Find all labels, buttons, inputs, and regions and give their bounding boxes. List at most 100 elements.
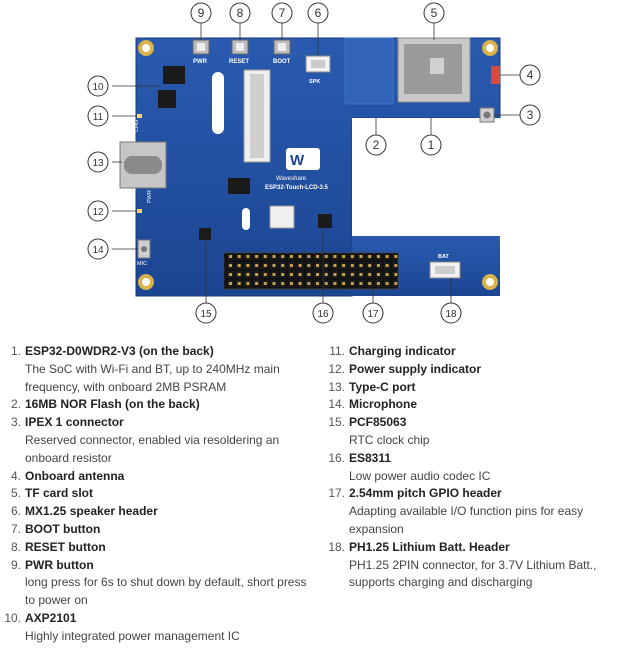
list-item: 8.RESET button bbox=[11, 539, 320, 557]
item-title: PWR button bbox=[25, 557, 94, 572]
item-number: 18. bbox=[328, 539, 345, 554]
item-number: 10. bbox=[4, 610, 21, 625]
pcf85063-chip bbox=[199, 228, 211, 240]
item-title: AXP2101 bbox=[25, 610, 77, 625]
callout-15 bbox=[195, 302, 217, 324]
silk-mic: MIC bbox=[137, 261, 147, 267]
item-number: 17. bbox=[328, 486, 345, 501]
item-title: 2.54mm pitch GPIO header bbox=[349, 486, 502, 501]
microphone bbox=[137, 239, 151, 259]
callout-2 bbox=[365, 134, 387, 156]
item-description: onboard resistor bbox=[25, 450, 112, 465]
item-number: 4. bbox=[10, 468, 21, 483]
callout-label-9: 9 bbox=[198, 6, 205, 20]
callout-9 bbox=[190, 2, 212, 24]
list-item: 1.ESP32-D0WDR2-V3 (on the back)The SoC w… bbox=[11, 343, 320, 396]
pwr-button bbox=[192, 39, 210, 55]
callout-label-5: 5 bbox=[431, 6, 438, 20]
callout-label-7: 7 bbox=[279, 6, 286, 20]
type-c-port bbox=[119, 141, 167, 189]
item-description: PH1.25 2PIN connector, for 3.7V Lithium … bbox=[349, 557, 597, 572]
callout-label-1: 1 bbox=[428, 138, 435, 152]
item-title: 16MB NOR Flash (on the back) bbox=[25, 397, 200, 412]
item-title: Microphone bbox=[349, 397, 417, 412]
item-title: PH1.25 Lithium Batt. Header bbox=[349, 539, 510, 554]
silk-bat: BAT bbox=[438, 254, 450, 260]
reset-button bbox=[231, 39, 249, 55]
silk-pwr-side: PWR bbox=[147, 190, 153, 203]
silk-chg: CHG bbox=[134, 120, 140, 132]
callout-label-12: 12 bbox=[92, 207, 104, 218]
callout-label-17: 17 bbox=[367, 309, 379, 320]
item-description: Reserved connector, enabled via resolder… bbox=[25, 432, 280, 447]
callout-5 bbox=[423, 2, 445, 24]
board-diagram: PWR RESET BOOT SPK CHG PWR MIC W Wavesha… bbox=[87, 2, 541, 324]
list-item: 6.MX1.25 speaker header bbox=[11, 503, 320, 521]
battery-header bbox=[429, 261, 461, 279]
callout-label-11: 11 bbox=[93, 112, 104, 123]
cap-chip bbox=[228, 178, 250, 194]
silk-spk: SPK bbox=[309, 79, 320, 85]
item-title: RESET button bbox=[25, 539, 106, 554]
list-item: 12. Power supply indicator bbox=[328, 361, 639, 379]
model-silk: ESP32-Touch-LCD-3.5 bbox=[265, 185, 329, 191]
item-title: Type-C port bbox=[349, 379, 416, 394]
callout-8 bbox=[229, 2, 251, 24]
svg-text:W: W bbox=[290, 152, 305, 169]
list-item: 14. Microphone bbox=[328, 396, 639, 414]
callout-label-18: 18 bbox=[445, 309, 457, 320]
item-number: 12. bbox=[328, 361, 345, 376]
es8311-chip bbox=[318, 214, 332, 228]
callout-13 bbox=[87, 151, 109, 173]
item-number: 13. bbox=[328, 379, 345, 394]
brand-silk: Waveshare bbox=[276, 176, 307, 182]
list-item: 2. 16MB NOR Flash (on the back) bbox=[11, 396, 320, 414]
callout-3 bbox=[519, 104, 541, 126]
callout-7 bbox=[271, 2, 293, 24]
axp2101-chip bbox=[158, 90, 176, 108]
item-number: 15. bbox=[328, 415, 345, 430]
callout-label-10: 10 bbox=[92, 82, 104, 93]
callout-1 bbox=[420, 134, 442, 156]
charging-indicator bbox=[137, 114, 142, 118]
speaker-header bbox=[305, 55, 331, 73]
item-description: RTC clock chip bbox=[349, 432, 430, 447]
callout-label-16: 16 bbox=[317, 309, 329, 320]
callout-14 bbox=[87, 238, 109, 260]
antenna-area bbox=[344, 37, 394, 105]
list-item: 13. Type-C port bbox=[328, 379, 639, 397]
item-number: 14. bbox=[328, 397, 345, 412]
callout-label-6: 6 bbox=[315, 6, 322, 20]
callout-label-13: 13 bbox=[92, 158, 104, 169]
power-indicator bbox=[137, 209, 142, 213]
item-number: 2. bbox=[10, 397, 21, 412]
item-title: Power supply indicator bbox=[349, 361, 482, 376]
list-item: 7.BOOT button bbox=[11, 521, 320, 539]
callout-10 bbox=[87, 75, 109, 97]
item-title: IPEX 1 connector bbox=[25, 415, 124, 430]
callout-label-8: 8 bbox=[237, 6, 244, 20]
callout-label-4: 4 bbox=[527, 68, 534, 82]
antenna-chip bbox=[491, 66, 500, 84]
fpc-slot bbox=[212, 72, 224, 134]
item-title: Onboard antenna bbox=[25, 468, 125, 483]
callout-label-15: 15 bbox=[200, 309, 212, 320]
item-title: BOOT button bbox=[25, 521, 101, 536]
item-title: TF card slot bbox=[25, 486, 94, 501]
item-title: PCF85063 bbox=[349, 415, 407, 430]
item-number: 1. bbox=[10, 344, 21, 358]
item-title: ESP32-D0WDR2-V3 (on the back) bbox=[25, 344, 214, 358]
item-title: Charging indicator bbox=[349, 344, 456, 358]
mounting-hole-icon bbox=[138, 40, 498, 290]
feature-list-left: 1.ESP32-D0WDR2-V3 (on the back)The SoC w… bbox=[4, 343, 320, 646]
callout-6 bbox=[307, 2, 329, 24]
list-item: 5.TF card slot bbox=[11, 485, 320, 503]
